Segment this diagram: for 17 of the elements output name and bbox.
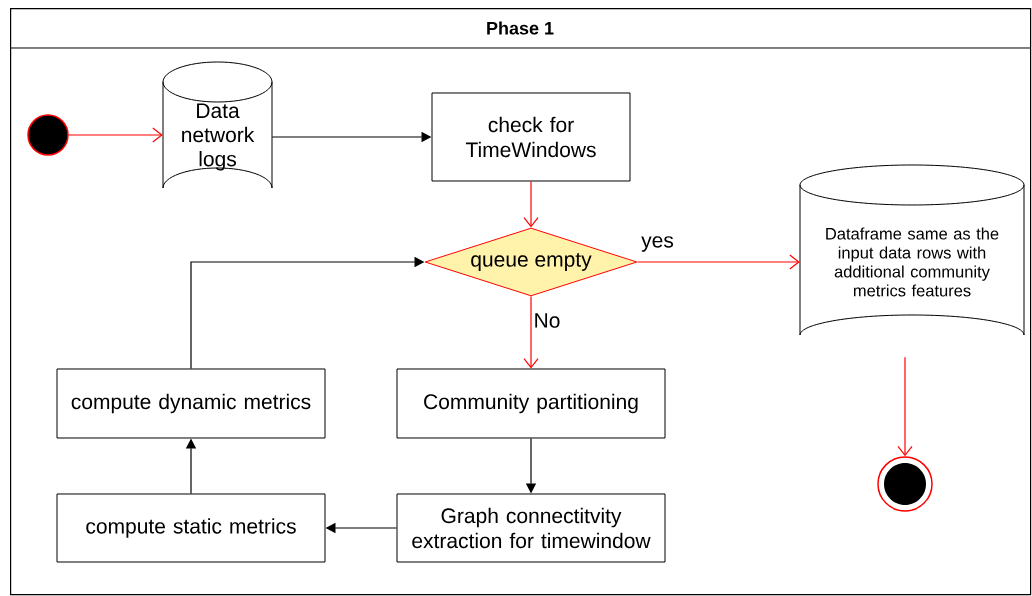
database-cylinder: Data network logs bbox=[162, 61, 273, 189]
arrow bbox=[636, 254, 800, 270]
edge-label: No bbox=[532, 312, 562, 329]
start-node bbox=[27, 114, 69, 156]
process-box: Community partitioning bbox=[396, 368, 666, 439]
end-node bbox=[877, 456, 933, 512]
process-box: compute static metrics bbox=[56, 493, 326, 563]
process-box: compute dynamic metrics bbox=[56, 368, 326, 439]
process-box: check for TimeWindows bbox=[431, 92, 631, 182]
edge-label: yes bbox=[640, 235, 675, 253]
process-box: Graph connectitvity extraction for timewindow bbox=[396, 493, 666, 563]
arrow bbox=[68, 127, 163, 143]
arrow bbox=[523, 180, 539, 228]
arrow bbox=[897, 356, 913, 457]
database-cylinder: Dataframe same as the input data rows with additional community metrics features bbox=[799, 164, 1025, 336]
arrow bbox=[523, 295, 539, 369]
frame-title: Phase 1 bbox=[487, 21, 554, 35]
